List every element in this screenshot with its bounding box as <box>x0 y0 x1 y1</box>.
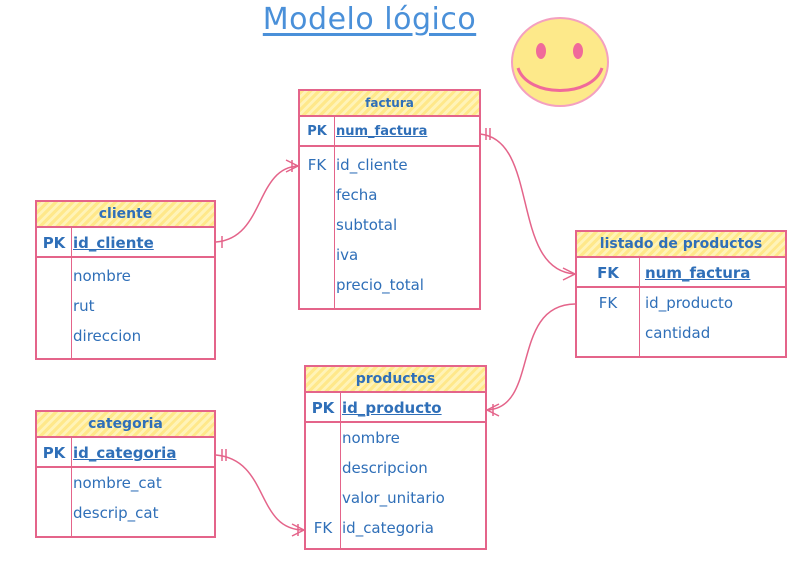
pk-row: FK num_factura <box>577 258 785 288</box>
field-name: iva <box>336 246 359 264</box>
pk-field: num_factura <box>336 124 428 139</box>
key-label: PK <box>311 399 335 417</box>
pk-field: num_factura <box>645 264 751 282</box>
table-categoria: categoria PK id_categoria nombre_cat des… <box>35 410 216 538</box>
field-name: nombre <box>342 429 400 447</box>
table-header: categoria <box>37 412 214 438</box>
table-cliente: cliente PK id_cliente nombre rut direcci… <box>35 200 216 360</box>
pk-field: id_cliente <box>73 234 154 252</box>
table-listado-de-productos: listado de productos FK num_factura FK i… <box>575 230 787 358</box>
key-label: FK <box>597 264 619 282</box>
field-name: id_cliente <box>336 156 408 174</box>
field-name: nombre_cat <box>73 474 162 492</box>
field-name: rut <box>73 297 95 315</box>
key-label: FK <box>598 294 618 312</box>
key-label: PK <box>42 234 66 252</box>
table-header: listado de productos <box>577 232 785 258</box>
field-name: nombre <box>73 267 131 285</box>
table-header: productos <box>306 367 485 393</box>
table-factura: factura PK num_factura FK id_cliente fec… <box>298 89 481 310</box>
field-name: fecha <box>336 186 378 204</box>
pk-row: PK num_factura <box>300 117 479 147</box>
rel-factura-listado <box>479 133 576 275</box>
field-name: precio_total <box>336 276 424 294</box>
pk-row: PK id_producto <box>306 393 485 423</box>
table-header: cliente <box>37 202 214 228</box>
field-name: direccion <box>73 327 142 345</box>
table-header: factura <box>300 91 479 117</box>
pk-field: id_producto <box>342 399 442 417</box>
diagram-title: Modelo lógico <box>262 2 477 37</box>
pk-field: id_categoria <box>73 444 177 462</box>
field-name: descrip_cat <box>73 504 159 522</box>
field-name: subtotal <box>336 216 398 234</box>
field-name: cantidad <box>645 324 711 342</box>
pk-row: PK id_cliente <box>37 228 214 258</box>
field-name: descripcion <box>342 459 428 477</box>
field-name: id_producto <box>645 294 734 312</box>
key-label: FK <box>313 519 333 537</box>
pk-row: PK id_categoria <box>37 438 214 468</box>
key-label: PK <box>307 124 327 139</box>
field-name: valor_unitario <box>342 489 445 507</box>
smiley-face-icon <box>511 17 609 107</box>
key-label: PK <box>42 444 66 462</box>
field-name: id_categoria <box>342 519 434 537</box>
rel-productos-listado <box>486 303 576 411</box>
rel-cliente-factura <box>215 165 299 243</box>
key-label: FK <box>307 156 327 174</box>
rel-categoria-productos <box>215 454 305 531</box>
table-productos: productos PK id_producto nombre descripc… <box>304 365 487 550</box>
